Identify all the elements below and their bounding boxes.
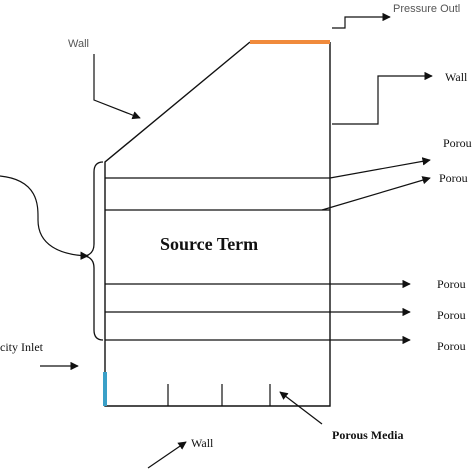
domain-boundary — [104, 41, 331, 407]
source-term-brace — [84, 161, 104, 341]
annotation-arrows — [0, 12, 433, 469]
porous-label-4: Porou — [437, 308, 466, 322]
porous-media-dividers — [167, 384, 271, 406]
source-term-arrow — [0, 175, 89, 260]
wall-top-right-arrow — [332, 71, 433, 125]
wall-bottom-arrow — [147, 441, 187, 469]
source-term-label: Source Term — [160, 234, 259, 254]
porous-layer-lines — [105, 177, 330, 341]
wall-top-left-arrow — [93, 54, 141, 120]
wall-top-right-label: Wall — [445, 70, 468, 84]
porous-label-5: Porou — [437, 339, 466, 353]
porous-label-1: Porou — [443, 136, 472, 150]
porous-media-arrow — [279, 391, 323, 425]
porous-arrow-1 — [329, 157, 431, 179]
pressure-outlet-arrow — [332, 12, 391, 29]
porous-arrow-2 — [321, 176, 431, 211]
velocity-inlet-label: city Inlet — [0, 340, 43, 354]
pressure-outlet-label: Pressure Outl — [393, 3, 461, 15]
porous-label-3: Porou — [437, 277, 466, 291]
porous-label-2: Porou — [439, 171, 468, 185]
porous-media-label: Porous Media — [332, 428, 404, 442]
wall-bottom-label: Wall — [191, 436, 214, 450]
domain-outline — [104, 41, 331, 407]
wall-top-left-label: Wall — [68, 38, 89, 50]
